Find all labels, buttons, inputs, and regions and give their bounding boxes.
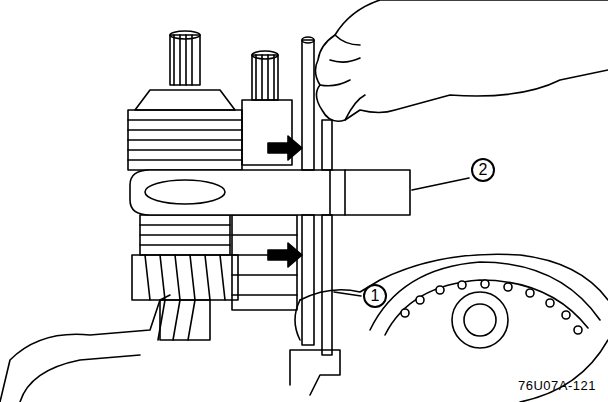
callout-number: 2 [471, 158, 495, 182]
figure-code: 76U07A-121 [518, 378, 596, 393]
callout-number: 1 [363, 284, 387, 308]
